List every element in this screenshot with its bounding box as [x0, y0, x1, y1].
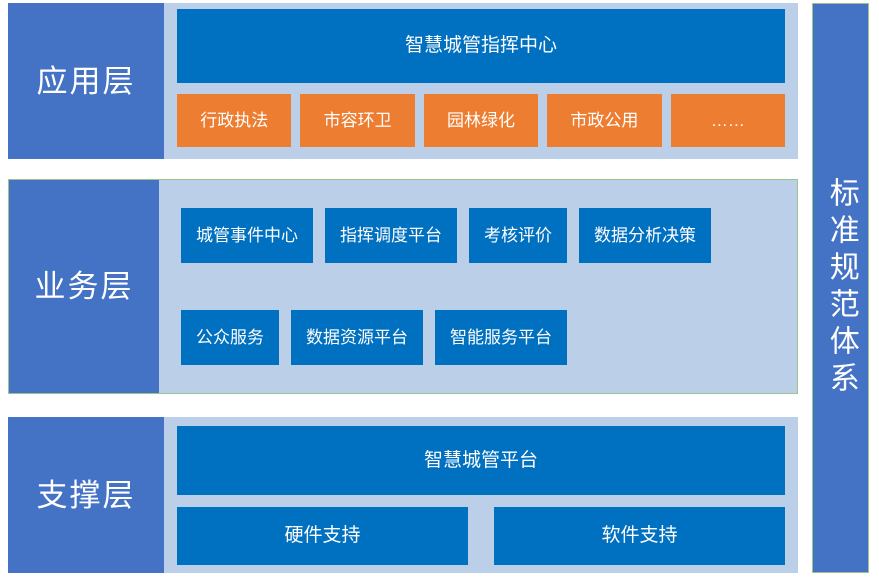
application-layer-label: 应用层	[8, 3, 164, 159]
standards-system-label: 标准规范体系	[824, 177, 858, 399]
smart-city-platform-box[interactable]: 智慧城管平台	[177, 426, 785, 495]
standards-system-bar: 标准规范体系	[812, 3, 869, 573]
business-box-data-analysis-decision[interactable]: 数据分析决策	[579, 208, 711, 263]
support-box-software[interactable]: 软件支持	[494, 507, 785, 565]
business-layer-label: 业务层	[9, 180, 159, 393]
support-pillar-row: 硬件支持 软件支持	[177, 507, 785, 565]
domain-box-landscaping[interactable]: 园林绿化	[423, 94, 539, 147]
business-box-event-center[interactable]: 城管事件中心	[181, 208, 313, 263]
smart-city-command-center-box[interactable]: 智慧城管指挥中心	[177, 9, 785, 83]
domain-box-administrative-enforcement[interactable]: 行政执法	[177, 94, 292, 147]
business-box-command-dispatch-platform[interactable]: 指挥调度平台	[325, 208, 457, 263]
business-layer-panel: 业务层 城管事件中心 指挥调度平台 考核评价 数据分析决策 公众服务 数据资源平…	[8, 179, 798, 394]
support-box-hardware[interactable]: 硬件支持	[177, 507, 468, 565]
business-box-assessment-evaluation[interactable]: 考核评价	[469, 208, 567, 263]
support-layer-body: 智慧城管平台 硬件支持 软件支持	[164, 417, 798, 573]
business-box-intelligent-service-platform[interactable]: 智能服务平台	[435, 310, 567, 365]
support-layer-panel: 支撑层 智慧城管平台 硬件支持 软件支持	[8, 417, 798, 573]
application-layer-panel: 应用层 智慧城管指挥中心 行政执法 市容环卫 园林绿化 市政公用 ……	[8, 3, 798, 159]
business-box-public-service[interactable]: 公众服务	[181, 310, 279, 365]
application-layer-body: 智慧城管指挥中心 行政执法 市容环卫 园林绿化 市政公用 ……	[164, 3, 798, 159]
domain-box-city-appearance-sanitation[interactable]: 市容环卫	[300, 94, 415, 147]
business-row-primary: 城管事件中心 指挥调度平台 考核评价 数据分析决策	[181, 208, 775, 263]
business-box-data-resource-platform[interactable]: 数据资源平台	[291, 310, 423, 365]
domain-box-municipal-utilities[interactable]: 市政公用	[547, 94, 662, 147]
application-domain-row: 行政执法 市容环卫 园林绿化 市政公用 ……	[177, 94, 786, 147]
domain-box-ellipsis[interactable]: ……	[670, 94, 786, 147]
business-row-secondary: 公众服务 数据资源平台 智能服务平台	[181, 310, 775, 365]
business-layer-body: 城管事件中心 指挥调度平台 考核评价 数据分析决策 公众服务 数据资源平台 智能…	[159, 180, 797, 393]
support-layer-label: 支撑层	[8, 417, 164, 573]
